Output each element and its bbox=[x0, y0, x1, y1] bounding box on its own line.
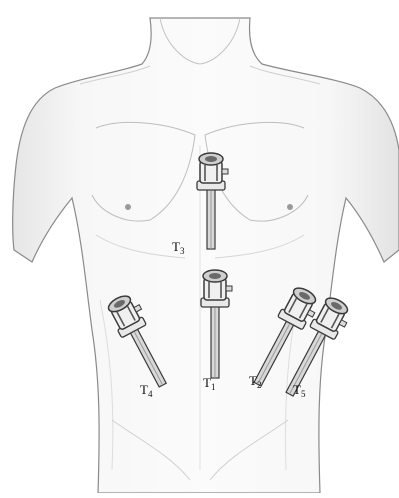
label-t3-sub: 3 bbox=[180, 246, 185, 256]
label-t1: T1 bbox=[203, 376, 215, 392]
label-t5: T5 bbox=[293, 383, 305, 399]
label-t2-base: T bbox=[249, 373, 257, 388]
label-t4-sub: 4 bbox=[148, 389, 153, 399]
label-t2-sub: 2 bbox=[257, 380, 262, 390]
nipple-right bbox=[287, 204, 293, 210]
nipple-left bbox=[125, 204, 131, 210]
label-t3: T3 bbox=[172, 240, 184, 256]
label-t1-sub: 1 bbox=[211, 382, 216, 392]
label-t2: T2 bbox=[249, 374, 261, 390]
label-t3-base: T bbox=[172, 239, 180, 254]
label-t1-base: T bbox=[203, 375, 211, 390]
label-t4: T4 bbox=[140, 383, 152, 399]
label-t5-sub: 5 bbox=[301, 389, 306, 399]
torso-outline bbox=[13, 18, 399, 493]
label-t5-base: T bbox=[293, 382, 301, 397]
label-t4-base: T bbox=[140, 382, 148, 397]
